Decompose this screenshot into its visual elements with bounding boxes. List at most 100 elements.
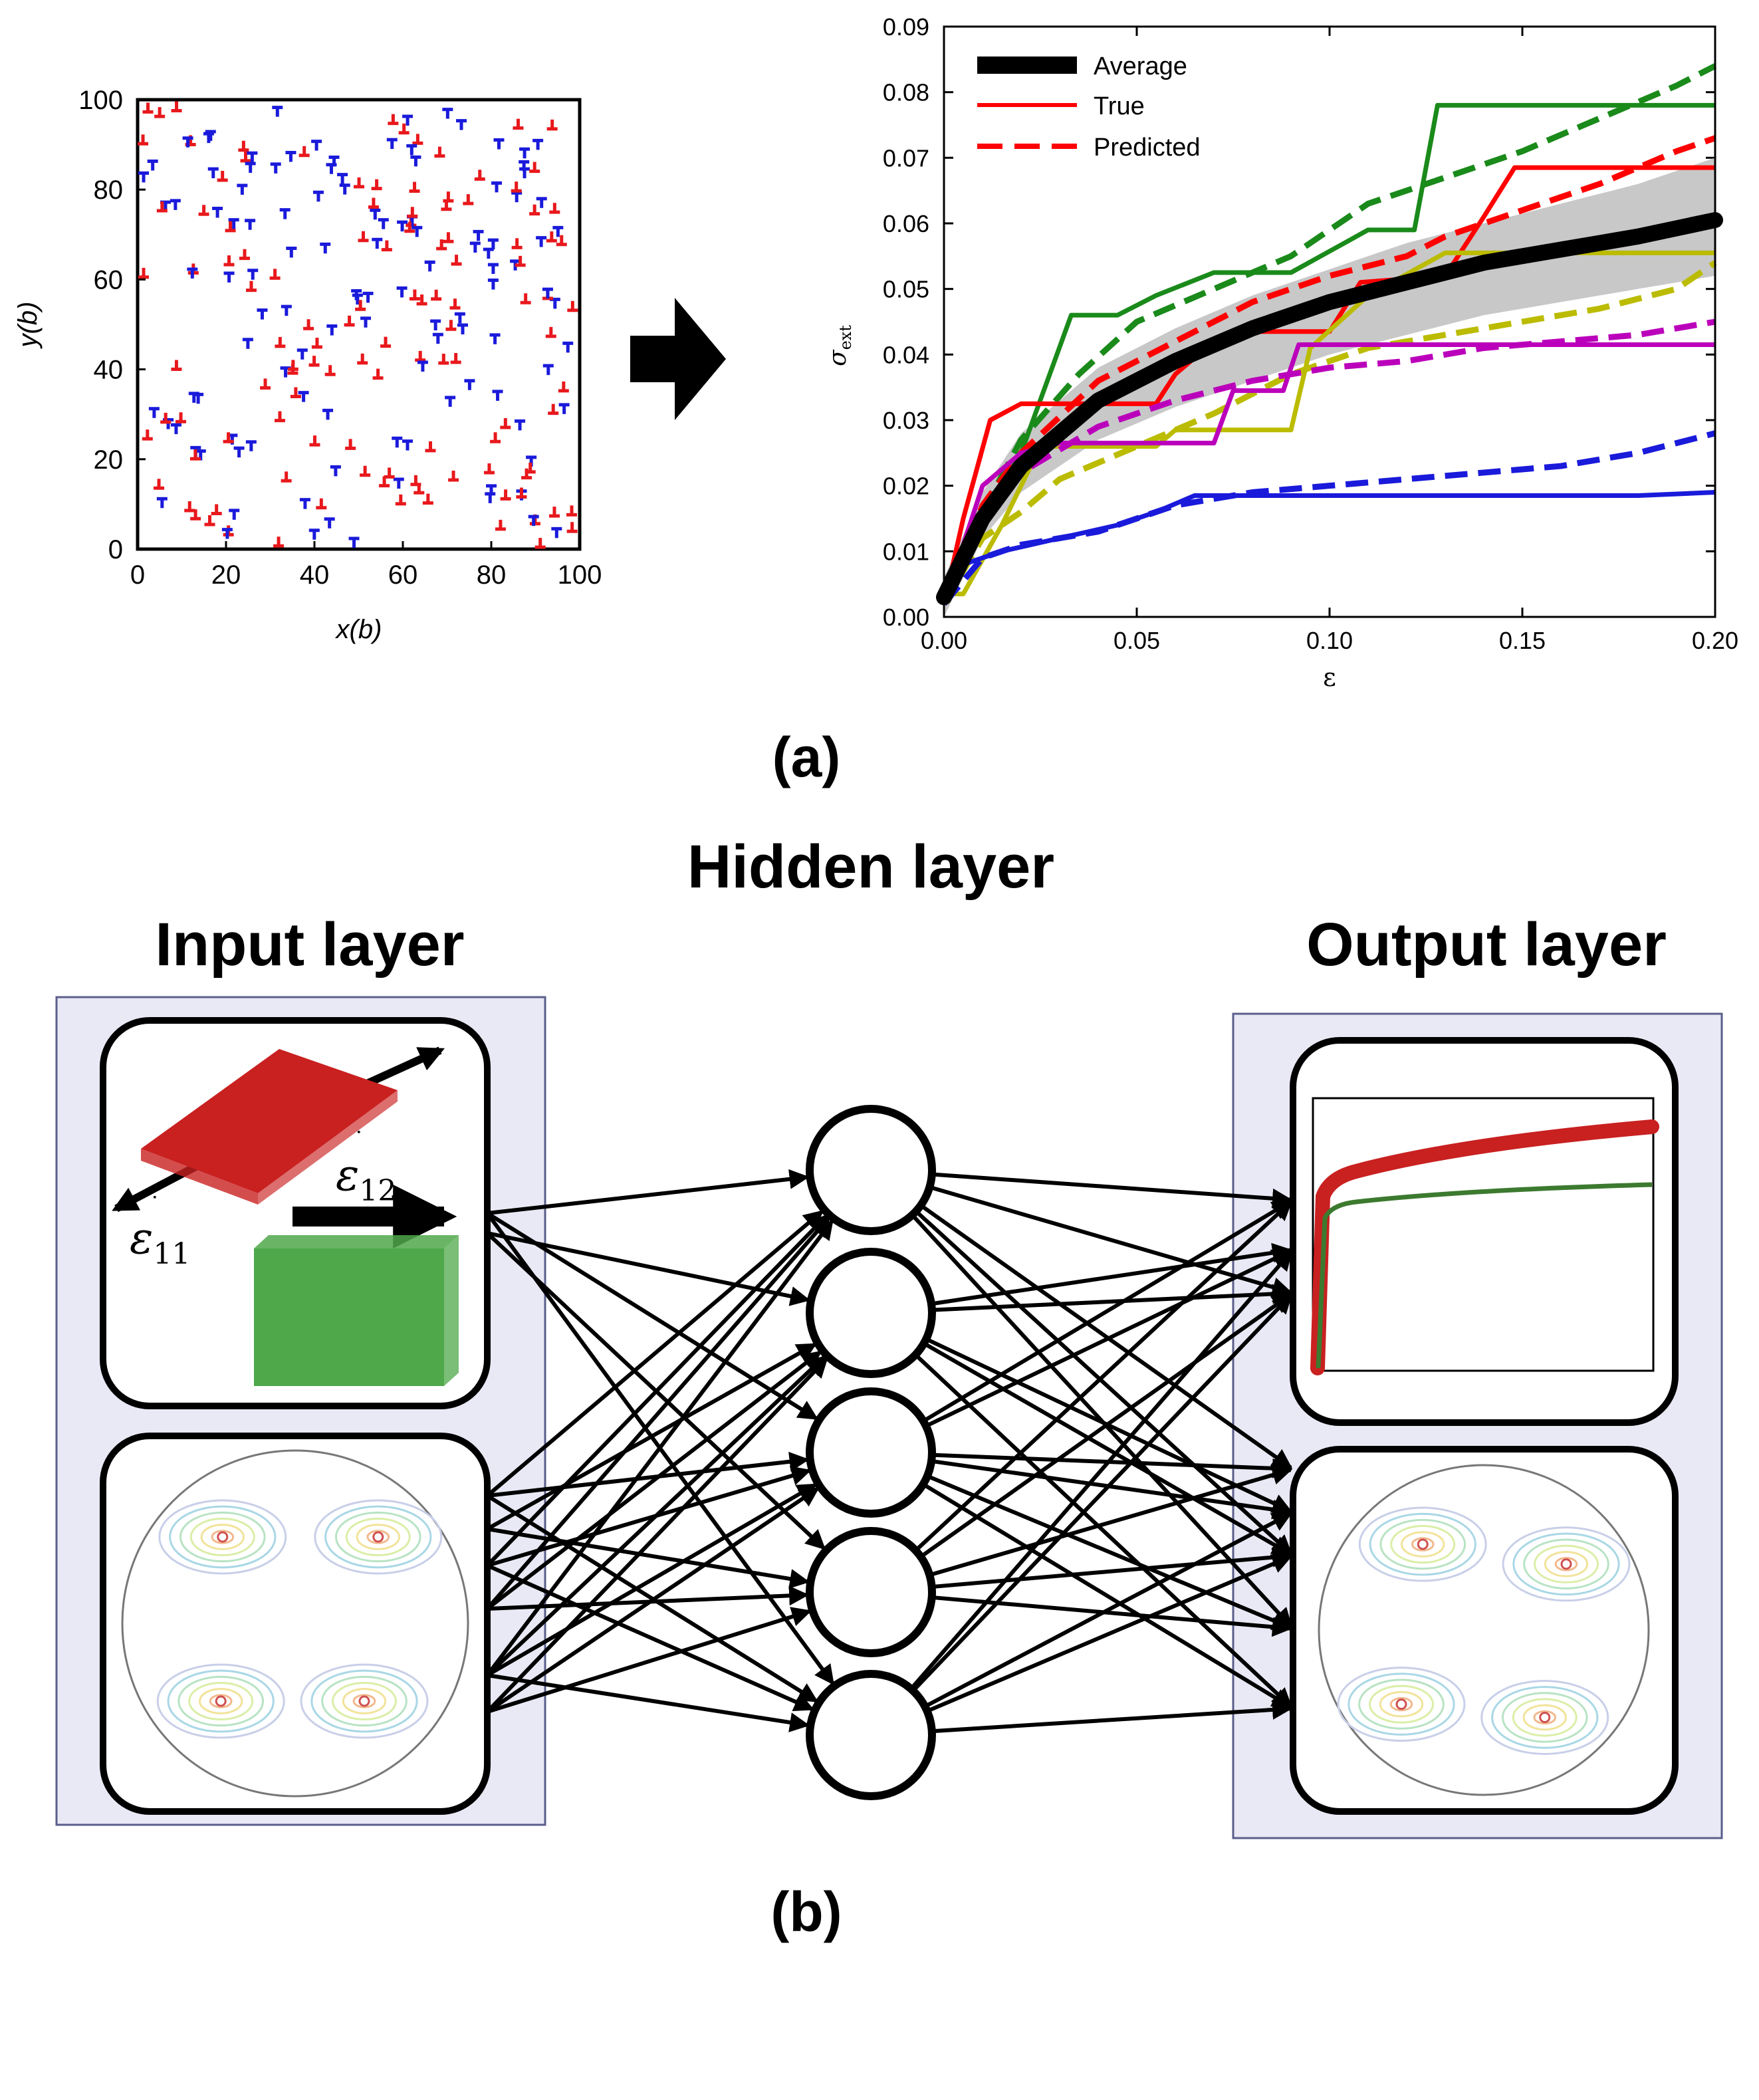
inverted-t-dislocation-icon: [515, 255, 526, 267]
connection-arrow: [926, 1554, 1293, 1713]
pole-figure-peak: [372, 1531, 384, 1543]
pole-figure-peak: [1560, 1558, 1572, 1570]
t-dislocation-icon: [188, 392, 199, 403]
scatter-frame: [136, 98, 582, 551]
input-texture-box: [100, 1433, 491, 1815]
inverted-t-dislocation-icon: [311, 338, 322, 349]
inverted-t-dislocation-icon: [238, 140, 249, 152]
t-dislocation-icon: [362, 291, 374, 303]
pole-figure-peak: [1417, 1538, 1429, 1550]
scatter-x-label: x(b): [335, 615, 382, 644]
t-dislocation-icon: [487, 238, 499, 250]
inverted-t-dislocation-icon: [309, 435, 320, 447]
inverted-t-dislocation-icon: [409, 181, 420, 193]
inverted-t-dislocation-icon: [171, 360, 182, 372]
green-block-icon: [254, 1235, 459, 1386]
pole-figure-contour: [200, 1524, 245, 1550]
inverted-t-dislocation-icon: [381, 240, 392, 252]
inverted-t-dislocation-icon: [438, 354, 449, 365]
inverted-t-dislocation-icon: [451, 255, 462, 266]
inverted-t-dislocation-icon: [142, 102, 154, 114]
pole-figure-peak: [215, 1695, 227, 1707]
t-dislocation-icon: [320, 242, 331, 254]
inverted-t-dislocation-icon: [217, 170, 228, 182]
scatter-y-tick-label: 80: [94, 175, 124, 205]
inverted-t-dislocation-icon: [520, 293, 531, 304]
connection-arrow: [487, 1169, 810, 1215]
scatter-y-tick-label: 40: [94, 356, 124, 385]
pole-figure-contour: [188, 1682, 254, 1720]
inverted-t-dislocation-icon: [558, 381, 569, 393]
connection-arrow: [931, 1453, 1293, 1478]
pole-figure-contour: [211, 1530, 235, 1544]
inverted-t-dislocation-icon: [142, 429, 153, 441]
pole-figure-contour: [156, 1663, 285, 1739]
t-dislocation-icon: [223, 271, 235, 283]
pole-figure-contour: [1358, 1506, 1487, 1582]
inverted-t-dislocation-icon: [546, 231, 557, 243]
inverted-t-dislocation-icon: [189, 449, 201, 461]
t-dislocation-icon: [279, 208, 291, 219]
connection-arrow: [487, 1673, 810, 1732]
pole-figure-icon: [121, 1449, 469, 1798]
inverted-t-dislocation-icon: [409, 289, 420, 300]
curve-green: [1316, 1182, 1653, 1369]
t-dislocation-icon: [456, 119, 467, 130]
inverted-t-dislocation-icon: [529, 162, 540, 174]
chart-x-tick-label: 0.00: [921, 627, 967, 654]
output-layer-title: Output layer: [1306, 911, 1667, 979]
inverted-t-dislocation-icon: [281, 471, 292, 483]
pole-figure-contour: [177, 1675, 265, 1727]
inverted-t-dislocation-icon: [273, 536, 285, 548]
t-dislocation-icon: [330, 465, 341, 477]
connection-arrow: [931, 1699, 1293, 1734]
t-dislocation-icon: [311, 140, 322, 151]
connection-arrow: [914, 1200, 1293, 1552]
inverted-t-dislocation-icon: [184, 501, 195, 513]
output-curve-box: [1290, 1037, 1679, 1426]
connection-arrow: [485, 1217, 831, 1610]
t-dislocation-icon: [483, 247, 494, 259]
connection-arrow: [931, 1595, 1293, 1637]
inverted-t-dislocation-icon: [171, 101, 182, 113]
inverted-t-dislocation-icon: [344, 315, 355, 327]
connection-arrow: [914, 1353, 1293, 1708]
t-dislocation-icon: [247, 151, 258, 163]
connection-arrow: [919, 1203, 1293, 1470]
output-texture-box: [1290, 1446, 1679, 1815]
t-dislocation-icon: [493, 138, 505, 150]
average-line: [936, 212, 1723, 606]
t-dislocation-icon: [245, 162, 256, 174]
connection-arrow: [914, 1209, 1293, 1556]
t-dislocation-icon: [351, 289, 362, 300]
inverted-t-dislocation-icon: [545, 326, 556, 338]
inverted-t-dislocation-icon: [434, 146, 445, 158]
inverted-t-dislocation-icon: [240, 151, 251, 163]
inverted-t-dislocation-icon: [380, 336, 392, 348]
chart-y-tick-label: 0.04: [883, 341, 929, 368]
t-dislocation-icon: [485, 492, 496, 503]
chart-y-tick-label: 0.07: [883, 144, 929, 172]
pole-figure-contour: [356, 1524, 400, 1550]
t-dislocation-icon: [406, 144, 417, 156]
pole-figure-contour: [1522, 1704, 1567, 1731]
inverted-t-dislocation-icon: [443, 232, 454, 243]
pole-figure-contour: [209, 1694, 233, 1708]
inverted-t-dislocation-icon: [548, 507, 560, 518]
pole-figure-contour: [1401, 1531, 1445, 1558]
chart-y-tick-label: 0.09: [883, 13, 929, 41]
connection-arrow: [925, 1249, 1293, 1428]
chart-y-tick-label: 0.05: [883, 276, 929, 303]
pole-figure-contour: [1379, 1691, 1424, 1718]
series-line-6-solid: [941, 342, 1715, 605]
inverted-t-dislocation-icon: [463, 194, 474, 205]
inverted-t-dislocation-icon: [511, 238, 523, 249]
pole-figure-contour: [1369, 1685, 1434, 1724]
pole-figure-contour: [158, 1499, 287, 1575]
inverted-t-dislocation-icon: [546, 119, 558, 131]
t-dislocation-icon: [491, 181, 503, 193]
inverted-t-dislocation-icon: [449, 298, 461, 310]
connection-arrow: [909, 1250, 1293, 1691]
pole-figure-contour: [1389, 1696, 1413, 1712]
t-dislocation-icon: [187, 267, 198, 279]
